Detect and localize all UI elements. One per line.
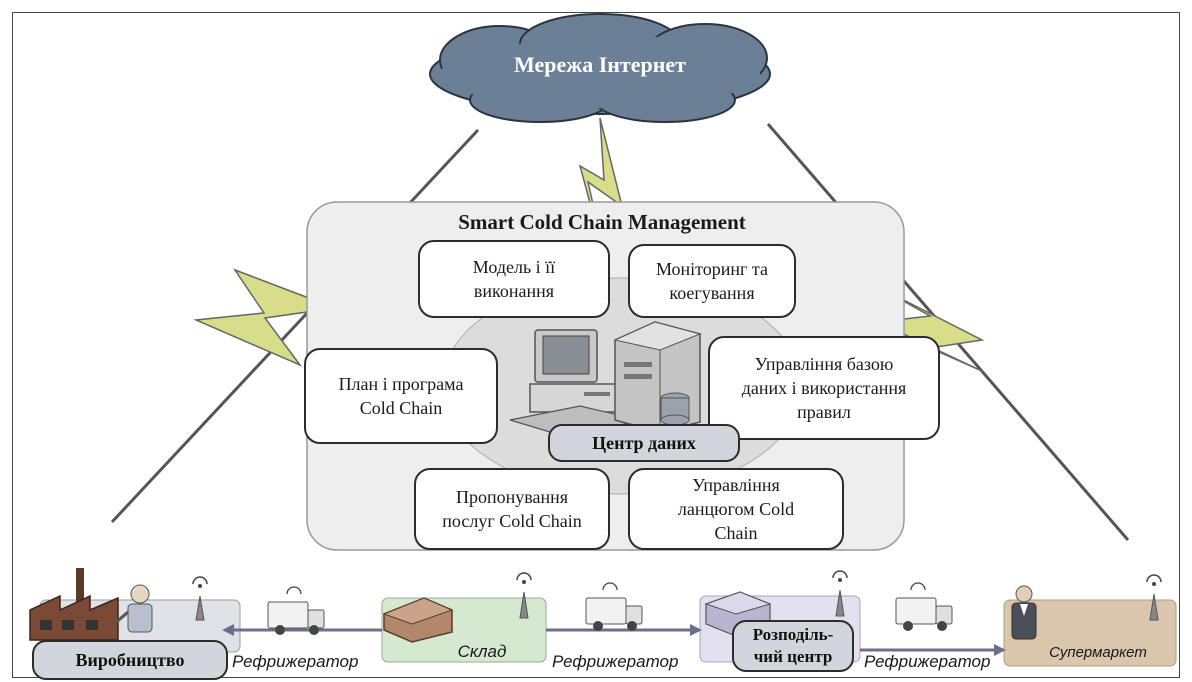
system-title: Smart Cold Chain Management: [458, 210, 746, 234]
antenna-production-icon: [192, 576, 208, 621]
cloud-label: Мережа Інтернет: [514, 52, 686, 77]
worker-icon: [113, 584, 153, 633]
truck-3-icon: [895, 582, 953, 631]
lightning-right-icon: [875, 289, 985, 373]
module-monitoring: Моніторинг та коегування: [628, 244, 796, 318]
server-icon: [613, 321, 702, 433]
warehouse-icon: [382, 597, 454, 643]
module-chain: Управління ланцюгом Cold Chain: [628, 468, 844, 550]
link-cloud-production: [110, 128, 480, 524]
module-services: Пропонування послуг Cold Chain: [414, 468, 610, 550]
transport-label-1: Рефрижератор: [232, 652, 359, 671]
diagram-frame: [12, 12, 1180, 678]
module-plan: План і програма Cold Chain: [304, 348, 498, 444]
antenna-distribution-icon: [832, 570, 848, 617]
cloud-shape: [429, 13, 771, 123]
antenna-supermarket-icon: [1146, 574, 1162, 621]
location-supermarket: Супермаркет: [1049, 644, 1147, 661]
location-distribution: Розподіль- чий центр: [732, 620, 854, 672]
transport-label-3: Рефрижератор: [864, 652, 991, 671]
location-production: Виробництво: [32, 640, 228, 680]
hub-label: Центр даних: [548, 424, 740, 462]
truck-2-icon: [585, 582, 643, 631]
person-icon: [1011, 585, 1037, 640]
truck-1-icon: [267, 586, 325, 635]
supermarket-area: [1003, 599, 1177, 667]
antenna-warehouse-icon: [516, 572, 532, 619]
factory-icon: [29, 568, 119, 641]
location-warehouse: Склад: [457, 642, 507, 661]
computer-icon: [509, 329, 641, 439]
module-model: Модель і її виконання: [418, 240, 610, 318]
transport-label-2: Рефрижератор: [552, 652, 679, 671]
module-database: Управління базою даних і використання пр…: [708, 336, 940, 440]
